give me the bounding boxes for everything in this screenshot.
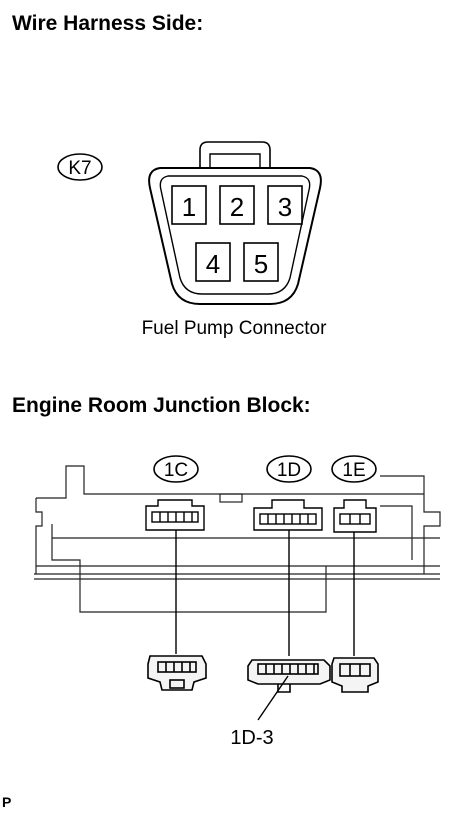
mounted-connector-1e (333, 499, 377, 533)
label-1e: 1E (331, 455, 377, 483)
leader-lines (175, 530, 355, 656)
fuel-pump-connector: 1 2 3 4 5 (148, 141, 322, 305)
svg-text:K7: K7 (68, 158, 91, 179)
mounted-connector-1c (145, 499, 205, 531)
label-1c: 1C (153, 455, 199, 483)
wire-harness-side-heading: Wire Harness Side: (12, 12, 204, 35)
svg-text:1D-3: 1D-3 (230, 727, 273, 749)
label-1d: 1D (266, 455, 312, 483)
k7-label: K7 (57, 153, 103, 181)
callout-1d-3: 1D-3 (230, 675, 289, 749)
svg-text:1C: 1C (164, 460, 188, 481)
engine-room-junction-block-heading: Engine Room Junction Block: (12, 394, 311, 417)
pin-1-label: 1 (182, 192, 196, 222)
detached-connector-1e (331, 657, 379, 693)
svg-text:1D: 1D (277, 460, 301, 481)
pin-2-label: 2 (230, 192, 244, 222)
detached-connector-1c (147, 655, 207, 691)
mounted-connector-1d (253, 499, 323, 531)
pin-4-label: 4 (206, 249, 220, 279)
detached-connector-1d (247, 659, 331, 693)
pin-5-label: 5 (254, 249, 268, 279)
footer-mark: P (2, 794, 12, 810)
junction-block-body (34, 465, 441, 613)
pin-3-label: 3 (278, 192, 292, 222)
fuel-pump-connector-caption: Fuel Pump Connector (142, 318, 327, 339)
svg-text:1E: 1E (342, 460, 365, 481)
